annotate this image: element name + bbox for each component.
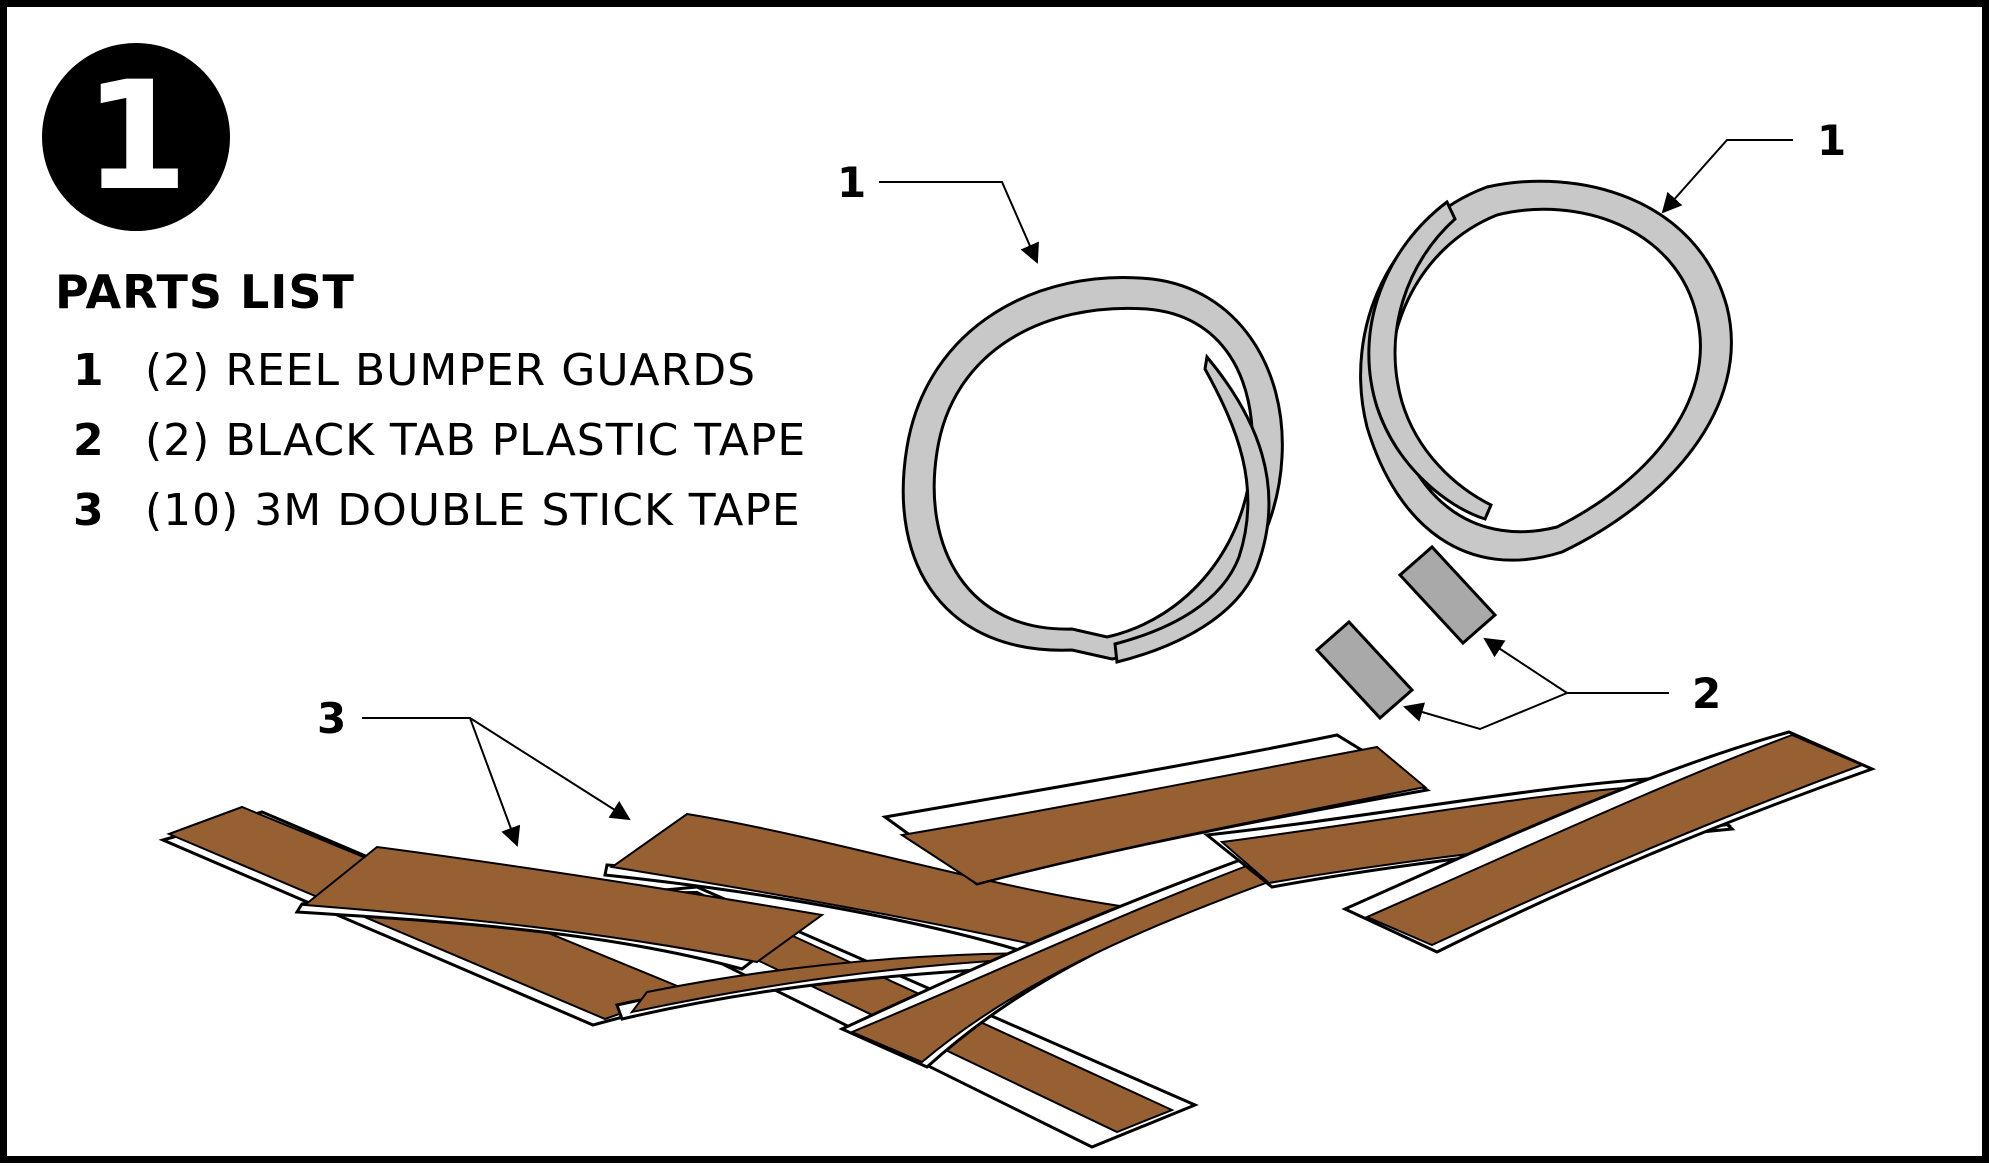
parts-item-number: 3 xyxy=(73,485,104,536)
step-number-badge: 1 xyxy=(42,43,230,231)
callout-label-tape: 3 xyxy=(317,694,346,743)
parts-item-number: 1 xyxy=(73,345,104,396)
callout-label-reel-right: 1 xyxy=(1817,116,1846,165)
black-tab-plastic-tape xyxy=(1314,544,1498,721)
double-stick-tape-strips xyxy=(158,730,1877,1149)
parts-item-description: (2) REEL BUMPER GUARDS xyxy=(145,345,757,396)
tape-strip xyxy=(294,845,825,971)
parts-item-description: (10) 3M DOUBLE STICK TAPE xyxy=(145,485,801,536)
parts-illustration: 1 1 2 3 xyxy=(158,116,1877,1149)
reel-bumper-guard-right xyxy=(1359,179,1733,562)
parts-item-number: 2 xyxy=(73,415,104,466)
step-number: 1 xyxy=(83,50,189,224)
tape-strip xyxy=(881,733,1432,886)
callout-leaders xyxy=(362,139,1793,847)
parts-item-description: (2) BLACK TAB PLASTIC TAPE xyxy=(145,415,807,466)
parts-list-title: PARTS LIST xyxy=(55,265,355,319)
callout-label-reel-left: 1 xyxy=(837,158,866,207)
tape-strip xyxy=(1341,730,1877,954)
callout-label-tabs: 2 xyxy=(1692,669,1721,718)
reel-bumper-guard-left xyxy=(901,276,1284,664)
